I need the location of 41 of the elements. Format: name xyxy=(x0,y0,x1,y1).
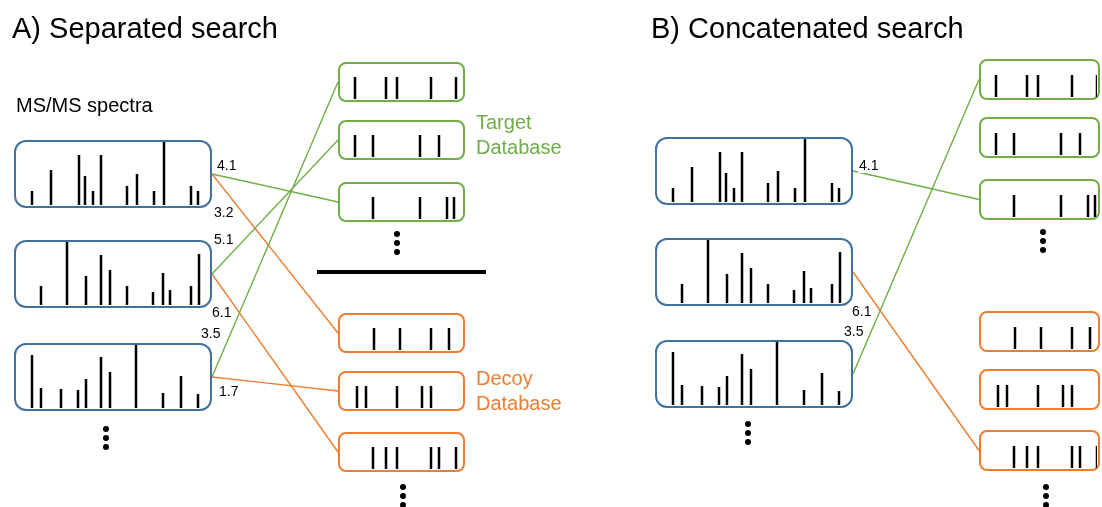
score-label: 5.1 xyxy=(213,232,235,247)
target-database-entry-box xyxy=(979,117,1100,158)
decoy-database-entry-box xyxy=(979,369,1100,410)
decoy-database-entry-box xyxy=(979,430,1100,471)
connector-line xyxy=(211,81,339,378)
panel-heading: B) Concatenated search xyxy=(651,11,964,46)
connector-line xyxy=(211,273,339,453)
database-label: Decoy Database xyxy=(476,366,563,416)
score-label: 3.2 xyxy=(213,205,235,220)
decoy-database-entry-box xyxy=(338,432,465,472)
score-label: 3.5 xyxy=(843,324,865,339)
target-database-entry-box xyxy=(979,179,1100,220)
decoy-database-entry-box xyxy=(338,313,465,353)
decoy-database-entry-box xyxy=(338,371,465,411)
target-database-entry-box xyxy=(338,182,465,222)
score-label: 1.7 xyxy=(218,384,240,399)
score-label: 3.5 xyxy=(200,326,222,341)
spectrum-box xyxy=(655,340,853,408)
connector-line xyxy=(852,271,980,452)
decoy-database-entry-box xyxy=(979,311,1100,352)
score-label: 6.1 xyxy=(851,304,873,319)
connector-line xyxy=(211,173,339,203)
database-label: Target Database xyxy=(476,110,563,160)
spectrum-box xyxy=(655,137,853,205)
connector-line xyxy=(211,139,339,275)
spectrum-box xyxy=(14,240,212,308)
connector-line xyxy=(211,173,339,334)
spectrum-box xyxy=(14,343,212,411)
connector-line xyxy=(852,170,980,201)
score-label: 4.1 xyxy=(858,158,880,173)
score-label: 4.1 xyxy=(216,158,238,173)
panel-heading: A) Separated search xyxy=(12,11,278,46)
target-database-entry-box xyxy=(979,59,1100,100)
section-label: MS/MS spectra xyxy=(16,93,153,118)
spectrum-box xyxy=(14,140,212,208)
connector-line xyxy=(852,78,980,375)
spectrum-box xyxy=(655,238,853,306)
connector-line xyxy=(211,376,339,392)
target-database-entry-box xyxy=(338,120,465,160)
target-database-entry-box xyxy=(338,62,465,102)
score-label: 6.1 xyxy=(211,305,233,320)
